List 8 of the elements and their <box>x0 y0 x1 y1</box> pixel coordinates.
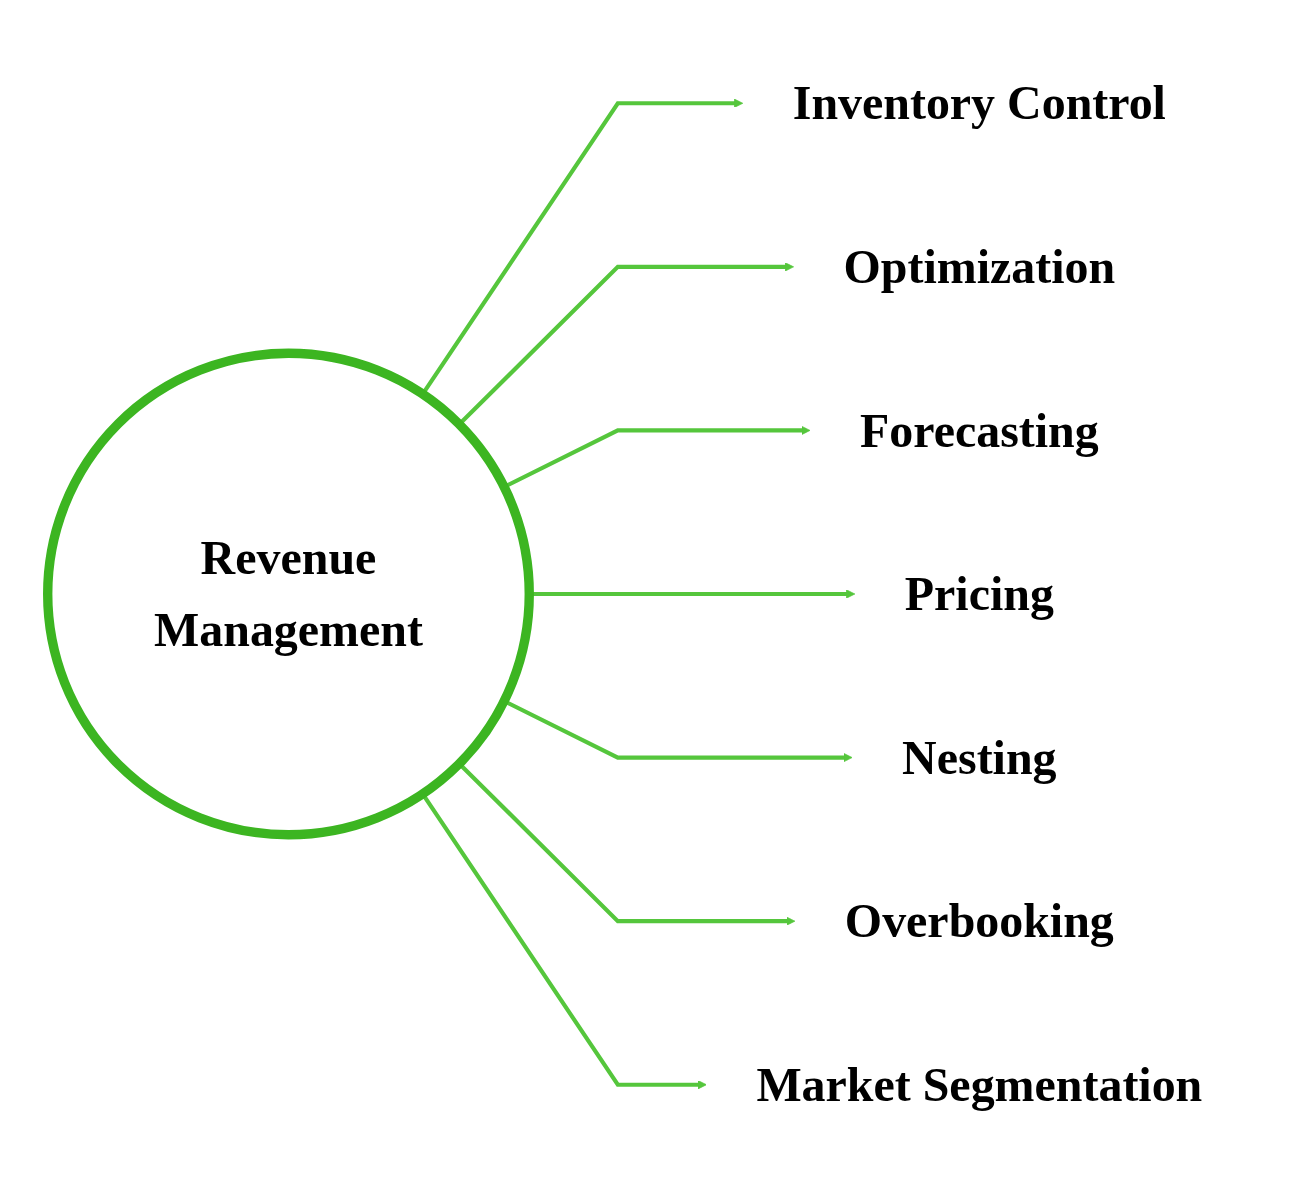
node-text: Nesting <box>902 731 1057 785</box>
node-text: Forecasting <box>859 403 1099 457</box>
node-text: Inventory Control <box>792 76 1166 130</box>
node-circle: Revenue Management <box>43 348 534 840</box>
node-text: Market Segmentation <box>756 1058 1203 1112</box>
node-text: Pricing <box>904 567 1054 621</box>
node-text: Optimization <box>843 240 1116 294</box>
node-text: Overbooking <box>844 894 1114 948</box>
